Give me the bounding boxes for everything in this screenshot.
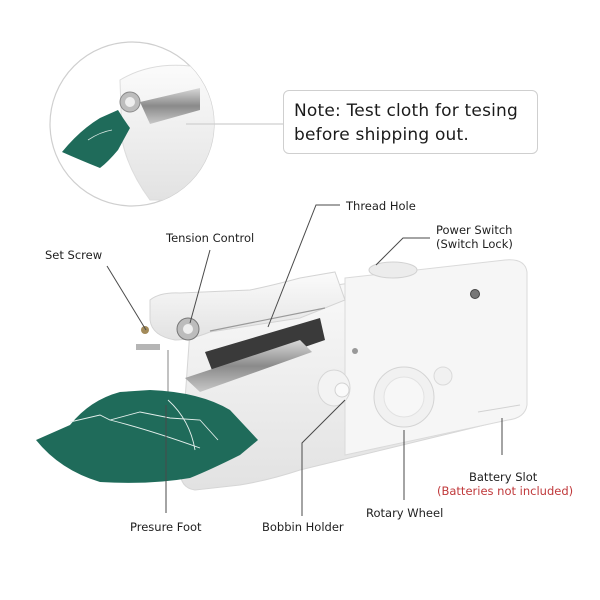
test-fabric [36,390,258,483]
leader-power-switch [375,237,430,266]
label-tension-control: Tension Control [166,231,255,245]
note-line-2: before shipping out. [294,125,469,145]
label-set-screw: Set Screw [45,248,103,262]
label-bobbin-holder: Bobbin Holder [262,520,344,534]
leader-tension-control [189,249,211,324]
label-rotary-wheel: Rotary Wheel [366,506,444,520]
label-battery-slot: Battery Slot [469,470,538,484]
label-power-switch-sub: (Switch Lock) [436,237,513,251]
leader-lines [106,204,503,516]
note-callout: Note: Test cloth for tesing before shipp… [283,90,538,154]
label-battery-note: (Batteries not included) [437,484,574,498]
label-power-switch: Power Switch [436,223,513,237]
leader-thread-hole [267,204,340,328]
leader-set-screw [106,265,147,331]
label-presure-foot: Presure Foot [130,520,202,534]
inset-detail [49,41,283,207]
note-line-1: Note: Test cloth for tesing [294,101,519,121]
leader-bobbin-holder [301,399,346,516]
machine-arm [136,271,346,409]
label-thread-hole: Thread Hole [346,199,416,213]
